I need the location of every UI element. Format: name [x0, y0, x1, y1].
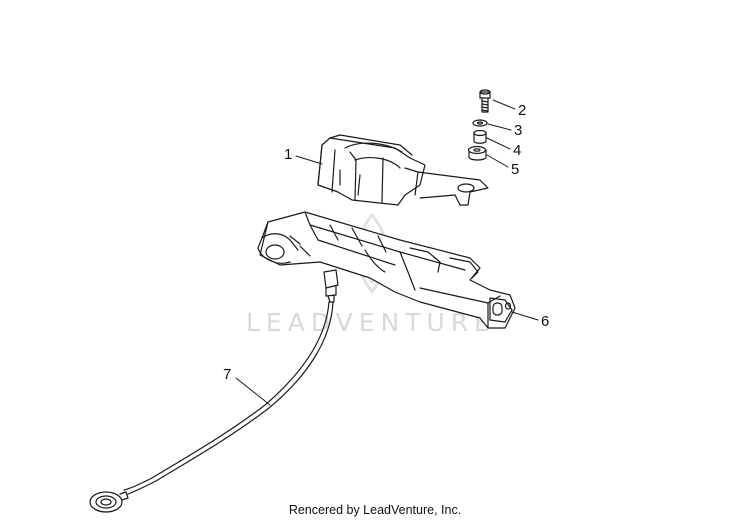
render-credit: Rencered by LeadVenture, Inc.: [288, 503, 462, 517]
leader-line-3: [487, 123, 512, 131]
leader-line-4: [486, 137, 511, 150]
part-4-spacer: [473, 129, 487, 144]
callout-6: 6: [541, 313, 550, 330]
callout-7: 7: [223, 366, 232, 383]
part-2-screw: [479, 89, 491, 113]
leader-line-7: [235, 377, 271, 406]
watermark-text: LEADVENTURE: [246, 308, 496, 337]
callout-3: 3: [514, 122, 523, 139]
part-1-upper-bracket: [317, 134, 489, 206]
callout-4: 4: [513, 142, 522, 159]
callout-1: 1: [284, 146, 293, 163]
part-3-washer: [472, 119, 488, 127]
leader-line-1: [295, 155, 323, 165]
callout-2: 2: [518, 102, 527, 119]
part-6-lower-bracket: [257, 211, 516, 329]
callout-5: 5: [511, 161, 520, 178]
part-5-nut: [467, 145, 487, 161]
leader-line-2: [492, 99, 516, 110]
leader-lines: [235, 99, 539, 406]
part-7-cable-harness: [89, 269, 339, 513]
leader-line-5: [486, 154, 509, 168]
leader-line-6: [511, 311, 539, 321]
